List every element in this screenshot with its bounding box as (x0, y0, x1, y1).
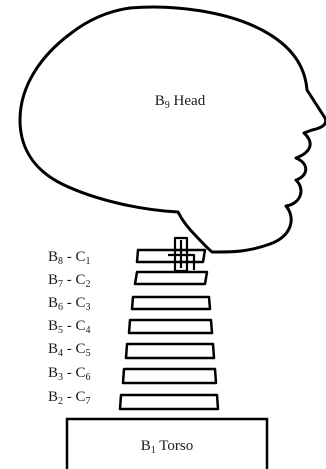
torso-label: B1 Torso (141, 438, 193, 456)
segment-label: B5 - C4 (48, 318, 91, 336)
vertebra-block-b5-c4 (127, 318, 214, 335)
vertebra-block-b7-c2 (133, 270, 209, 286)
segment-label: B6 - C3 (48, 295, 91, 313)
segment-labels: B8 - C1 B7 - C2 B6 - C3 B5 - C4 B4 - C5 … (48, 249, 91, 407)
segment-label: B3 - C6 (48, 365, 91, 383)
vertebra-block-b3-c6 (121, 367, 218, 385)
vertebra-block-b4-c5 (124, 342, 216, 360)
vertebra-block-b2-c7 (118, 393, 220, 411)
segment-label: B8 - C1 (48, 249, 91, 267)
head-neck-joint (168, 236, 196, 273)
head-outline (18, 5, 326, 254)
vertebrae-stack (118, 248, 220, 411)
head-label: B9 Head (155, 93, 206, 111)
segment-label: B2 - C7 (48, 389, 91, 407)
vertebra-block-b6-c3 (130, 295, 212, 311)
segment-label: B7 - C2 (48, 272, 91, 290)
torso-block (65, 417, 269, 469)
segment-label: B4 - C5 (48, 341, 91, 359)
